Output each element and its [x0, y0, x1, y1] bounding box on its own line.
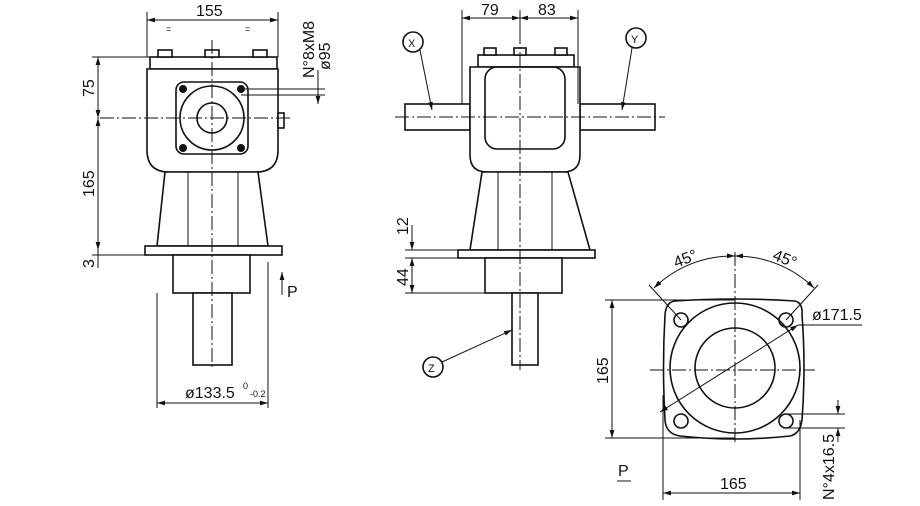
dim-height-body: 165 [81, 170, 98, 197]
bottom-view: 45° 45° ø171.5 165 165 N°4x16.5 P [595, 247, 862, 500]
angle-right: 45° [770, 247, 799, 272]
angle-left: 45° [671, 247, 700, 272]
holes-label: N°4x16.5 [821, 434, 838, 500]
dim-spigot: 44 [395, 268, 412, 286]
equal-mark: = [245, 24, 250, 34]
bolts-label: N°8xM8 [301, 21, 318, 78]
tolerance-lower: -0.2 [250, 389, 266, 399]
pcd-label: ø171.5 [812, 307, 862, 324]
dim-height: 165 [595, 357, 612, 384]
shaft-y-label: Y [631, 34, 639, 46]
side-view: 79 83 X Y Z 12 44 [395, 2, 665, 378]
dim-right: 83 [538, 2, 556, 19]
shaft-x-label: X [408, 38, 416, 50]
front-view: 155 = = 75 165 3 N°8xM8 ø95 ø133.5 0 -0.… [81, 3, 334, 408]
dim-width: 155 [196, 3, 223, 20]
dim-base-thickness: 3 [81, 259, 98, 268]
shaft-z-label: Z [428, 363, 435, 375]
base-diameter: ø133.5 [185, 385, 235, 402]
equal-mark: = [166, 24, 171, 34]
dim-width: 165 [720, 476, 747, 493]
dim-height-top: 75 [81, 79, 98, 97]
dim-flange: 12 [395, 217, 412, 235]
tolerance-upper: 0 [243, 381, 248, 391]
dim-left: 79 [481, 2, 499, 19]
bolt-circle-label: ø95 [317, 42, 334, 70]
view-label-p: P [618, 463, 629, 480]
view-arrow-p: P [287, 284, 298, 301]
